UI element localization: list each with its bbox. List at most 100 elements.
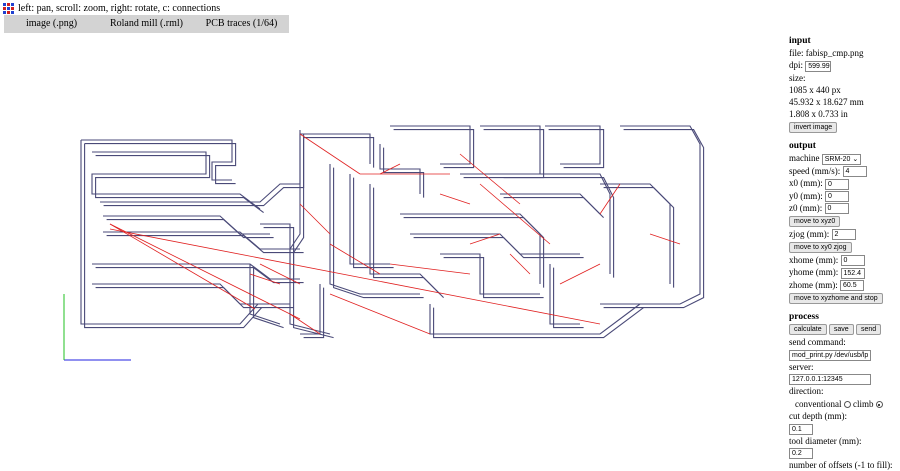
cut-depth-label: cut depth (mm): — [789, 410, 847, 421]
file-label: file: — [789, 48, 804, 59]
tool-diameter-input[interactable]: 0.2 — [789, 448, 813, 460]
trace-path — [379, 144, 421, 194]
connection-line — [469, 233, 501, 245]
trace-path — [383, 147, 425, 198]
speed-input[interactable]: 4 — [842, 166, 867, 178]
connection-line — [109, 228, 601, 325]
toolpath-viewport[interactable] — [0, 34, 770, 464]
trace-path — [373, 187, 444, 298]
trace-path — [80, 140, 259, 325]
trace-path — [249, 264, 281, 325]
trace-path — [303, 287, 325, 339]
yhome-label: yhome (mm): — [789, 267, 839, 278]
size-px: 1085 x 440 px — [789, 85, 841, 96]
trace-path — [84, 143, 263, 329]
connection-line — [439, 193, 471, 205]
menu-bar: image (.png) Roland mill (.rml) PCB trac… — [4, 15, 289, 33]
conventional-label: conventional — [795, 398, 842, 409]
xhome-input[interactable]: 0 — [840, 255, 865, 267]
connection-line — [649, 233, 681, 245]
yhome-input[interactable]: 152.4 — [840, 267, 865, 279]
trace-path — [103, 215, 270, 235]
trace-path — [440, 253, 540, 295]
calculate-button[interactable]: calculate — [789, 324, 827, 336]
connection-line — [259, 263, 301, 285]
cut-depth-input[interactable]: 0.1 — [789, 423, 813, 435]
output-section-title: output — [789, 141, 816, 152]
trace-path — [253, 267, 284, 329]
direction-label: direction: — [789, 386, 824, 397]
trace-path — [106, 235, 304, 254]
menu-roland-mill[interactable]: Roland mill (.rml) — [109, 18, 184, 29]
y0-label: y0 (mm): — [789, 190, 823, 201]
machine-label: machine — [789, 153, 820, 164]
trace-path — [403, 217, 545, 288]
trace-path — [433, 307, 644, 339]
trace-path — [92, 283, 290, 305]
server-input[interactable]: 127.0.0.1:12345 — [789, 374, 871, 386]
zhome-label: zhome (mm): — [789, 279, 838, 290]
trace-path — [548, 129, 605, 169]
size-in: 1.808 x 0.733 in — [789, 109, 848, 120]
save-button[interactable]: save — [828, 324, 854, 336]
trace-path — [400, 213, 541, 284]
trace-path — [600, 125, 701, 305]
trace-path — [393, 129, 475, 169]
trace-path — [603, 129, 705, 309]
trace-path — [349, 174, 390, 265]
trace-path — [460, 173, 611, 274]
connection-line — [509, 253, 531, 275]
machine-select[interactable]: SRM-20 ⌄ — [821, 153, 862, 165]
move-to-xy0-zjog-button[interactable]: move to xy0 zjog — [789, 241, 852, 253]
connection-line — [329, 293, 431, 335]
trace-path — [106, 219, 274, 239]
connection-line — [559, 263, 601, 285]
trace-path — [91, 151, 261, 210]
send-command-label: send command: — [789, 337, 846, 348]
trace-path — [553, 267, 584, 329]
connection-line — [389, 263, 471, 275]
climb-label: climb — [853, 398, 874, 409]
z0-label: z0 (mm): — [789, 203, 823, 214]
trace-path — [549, 264, 580, 325]
connection-line — [599, 183, 621, 215]
dpi-input[interactable]: 599.99 — [805, 60, 832, 72]
zjog-input[interactable]: 2 — [831, 229, 856, 241]
settings-panel: input file: fabisp_cmp.png dpi: 599.99 s… — [789, 35, 899, 471]
move-to-xyz0-button[interactable]: move to xyz0 — [789, 215, 841, 227]
connection-line — [109, 223, 301, 320]
connection-line — [299, 203, 331, 235]
send-command-input[interactable]: mod_print.py /dev/usb/lp — [789, 349, 871, 361]
connection-line — [289, 313, 321, 335]
z0-input[interactable]: 0 — [824, 203, 849, 215]
process-section-title: process — [789, 311, 819, 322]
climb-radio[interactable] — [875, 401, 883, 409]
trace-path — [480, 125, 541, 175]
trace-path — [413, 237, 584, 259]
zhome-input[interactable]: 60.5 — [840, 280, 864, 292]
x0-label: x0 (mm): — [789, 178, 823, 189]
connection-line — [249, 273, 281, 285]
trace-path — [503, 197, 604, 218]
menu-pcb-traces[interactable]: PCB traces (1/64) — [205, 18, 278, 29]
invert-image-button[interactable]: invert image — [789, 122, 838, 134]
tool-diameter-label: tool diameter (mm): — [789, 435, 862, 446]
trace-path — [92, 263, 300, 280]
size-label: size: — [789, 72, 806, 83]
move-to-home-button[interactable]: move to xyzhome and stop — [789, 292, 883, 304]
x0-input[interactable]: 0 — [825, 178, 849, 190]
trace-path — [333, 167, 424, 299]
machine-value: SRM-20 — [824, 155, 851, 163]
send-button[interactable]: send — [855, 324, 882, 336]
trace-path — [463, 177, 615, 278]
conventional-radio[interactable] — [843, 401, 851, 409]
trace-path — [390, 125, 471, 165]
trace-path — [353, 177, 394, 269]
toolpath-traces — [80, 125, 705, 339]
speed-label: speed (mm/s): — [789, 165, 841, 176]
menu-image-png[interactable]: image (.png) — [25, 18, 78, 29]
connection-line — [329, 243, 381, 275]
y0-input[interactable]: 0 — [825, 191, 849, 203]
trace-path — [329, 164, 420, 295]
connection-lines — [109, 133, 681, 335]
